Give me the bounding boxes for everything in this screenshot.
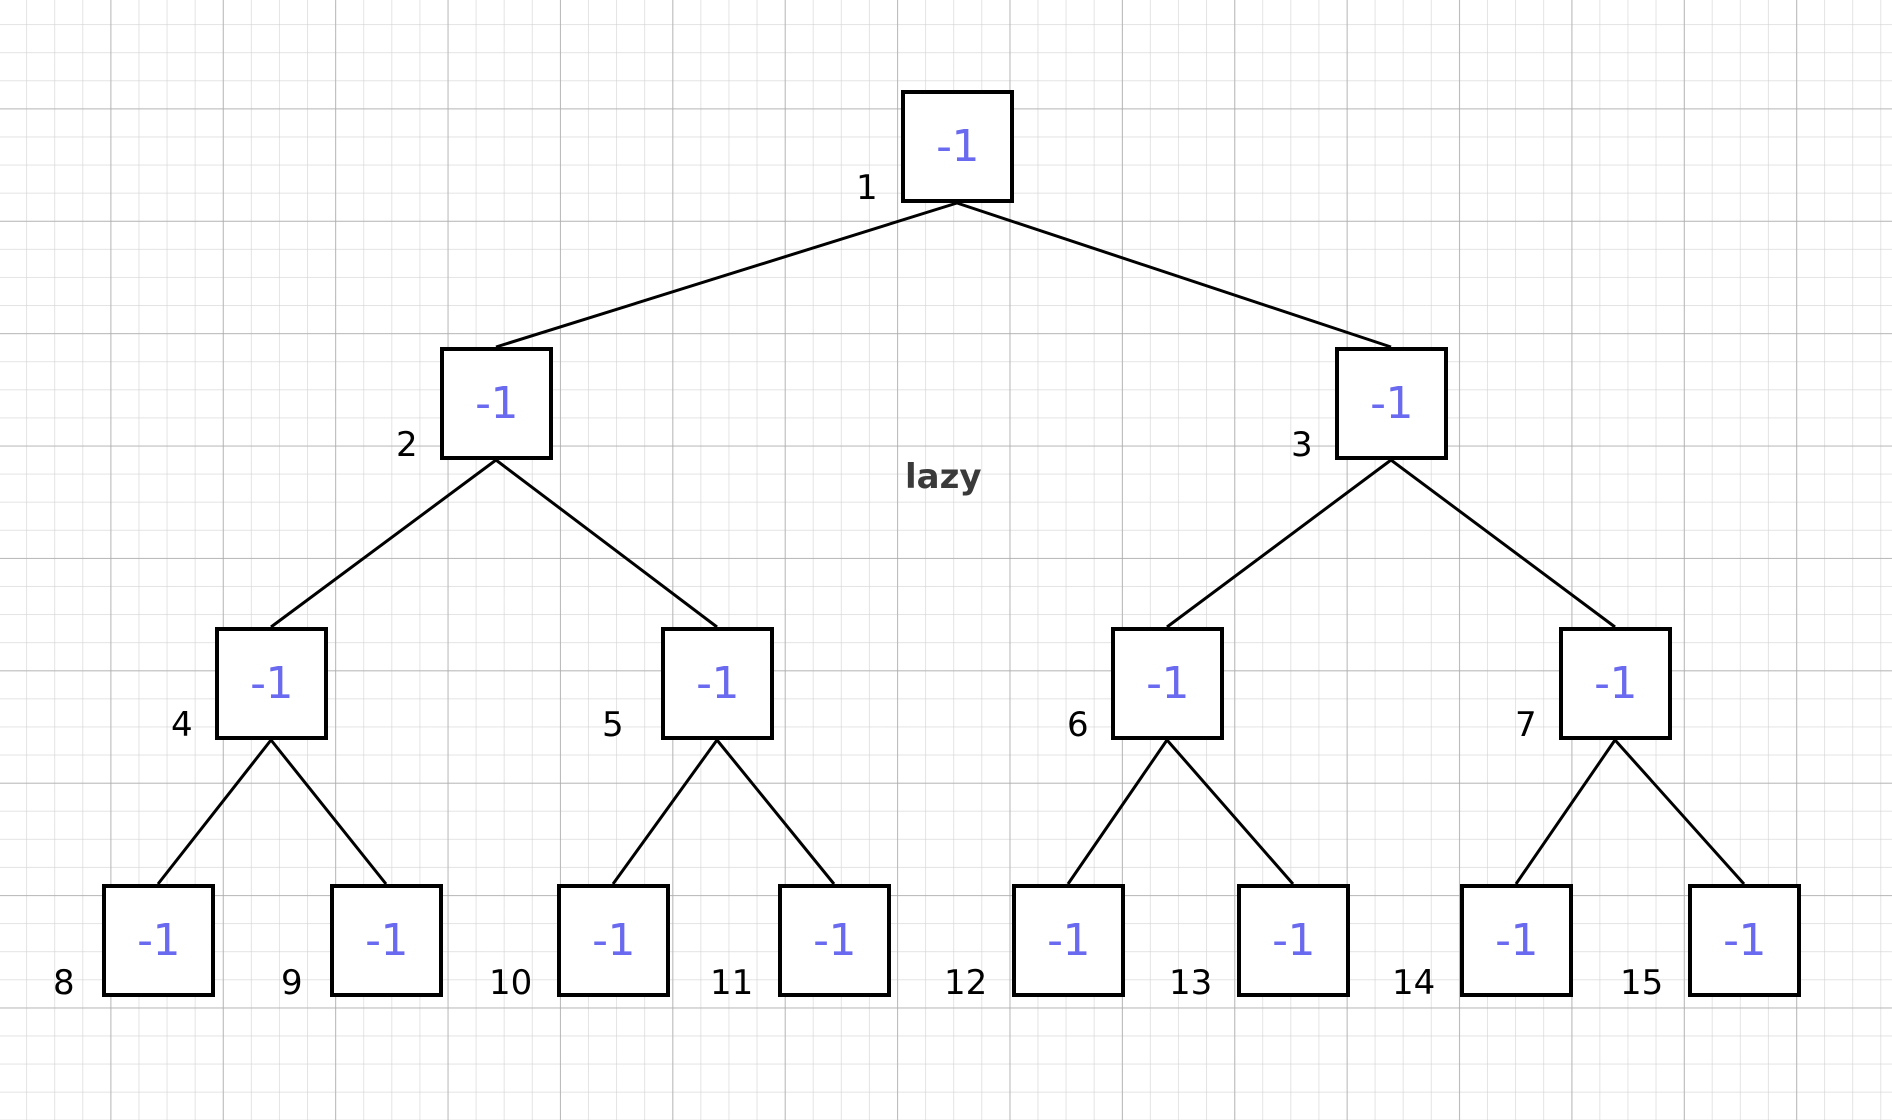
tree-node-index-15: 15: [1620, 963, 1664, 1003]
tree-edge-5-10: [611, 739, 719, 885]
tree-node-index-4: 4: [171, 705, 193, 745]
tree-edge-1-3: [956, 201, 1392, 349]
tree-node-value: -1: [936, 120, 979, 172]
tree-edge-2-5: [495, 458, 718, 629]
tree-node-4[interactable]: -1: [215, 627, 328, 740]
tree-node-11[interactable]: -1: [778, 884, 891, 997]
tree-node-index-9: 9: [281, 963, 303, 1003]
tree-node-7[interactable]: -1: [1559, 627, 1672, 740]
tree-node-5[interactable]: -1: [661, 627, 774, 740]
tree-node-8[interactable]: -1: [102, 884, 215, 997]
tree-node-value: -1: [1594, 657, 1637, 709]
tree-node-1[interactable]: -1: [901, 90, 1014, 203]
tree-node-value: -1: [1370, 377, 1413, 429]
tree-node-value: -1: [696, 657, 739, 709]
tree-node-value: -1: [1495, 914, 1538, 966]
tree-node-index-5: 5: [602, 705, 624, 745]
tree-edge-2-4: [270, 458, 497, 629]
tree-node-2[interactable]: -1: [440, 347, 553, 460]
tree-node-14[interactable]: -1: [1460, 884, 1573, 997]
tree-node-12[interactable]: -1: [1012, 884, 1125, 997]
tree-edge-1-2: [495, 201, 958, 349]
tree-node-index-2: 2: [396, 425, 418, 465]
tree-edge-4-9: [269, 739, 388, 885]
tree-node-15[interactable]: -1: [1688, 884, 1801, 997]
tree-node-index-13: 13: [1169, 963, 1213, 1003]
tree-node-index-1: 1: [856, 168, 878, 208]
tree-node-3[interactable]: -1: [1335, 347, 1448, 460]
tree-node-6[interactable]: -1: [1111, 627, 1224, 740]
tree-node-value: -1: [1272, 914, 1315, 966]
tree-edge-7-14: [1514, 739, 1617, 885]
tree-node-index-11: 11: [710, 963, 754, 1003]
tree-node-9[interactable]: -1: [330, 884, 443, 997]
tree-node-value: -1: [137, 914, 180, 966]
tree-edge-4-8: [156, 739, 273, 885]
tree-node-index-10: 10: [489, 963, 533, 1003]
tree-node-value: -1: [813, 914, 856, 966]
tree-node-index-12: 12: [944, 963, 988, 1003]
tree-node-index-6: 6: [1067, 705, 1089, 745]
tree-edge-5-11: [715, 739, 836, 885]
tree-node-value: -1: [475, 377, 518, 429]
tree-node-value: -1: [365, 914, 408, 966]
tree-node-index-14: 14: [1392, 963, 1436, 1003]
tree-node-10[interactable]: -1: [557, 884, 670, 997]
tree-edge-6-12: [1066, 739, 1169, 885]
tree-node-index-7: 7: [1515, 705, 1537, 745]
tree-node-value: -1: [1723, 914, 1766, 966]
tree-node-index-3: 3: [1291, 425, 1313, 465]
tree-node-value: -1: [1047, 914, 1090, 966]
tree-edge-6-13: [1165, 739, 1295, 885]
tree-edge-3-6: [1166, 458, 1392, 629]
tree-node-value: -1: [1146, 657, 1189, 709]
tree-node-value: -1: [592, 914, 635, 966]
tree-node-value: -1: [250, 657, 293, 709]
tree-edge-7-15: [1613, 738, 1746, 886]
tree-edge-3-7: [1390, 458, 1616, 629]
tree-node-13[interactable]: -1: [1237, 884, 1350, 997]
tree-node-index-8: 8: [53, 963, 75, 1003]
diagram-title-label: lazy: [905, 457, 982, 497]
